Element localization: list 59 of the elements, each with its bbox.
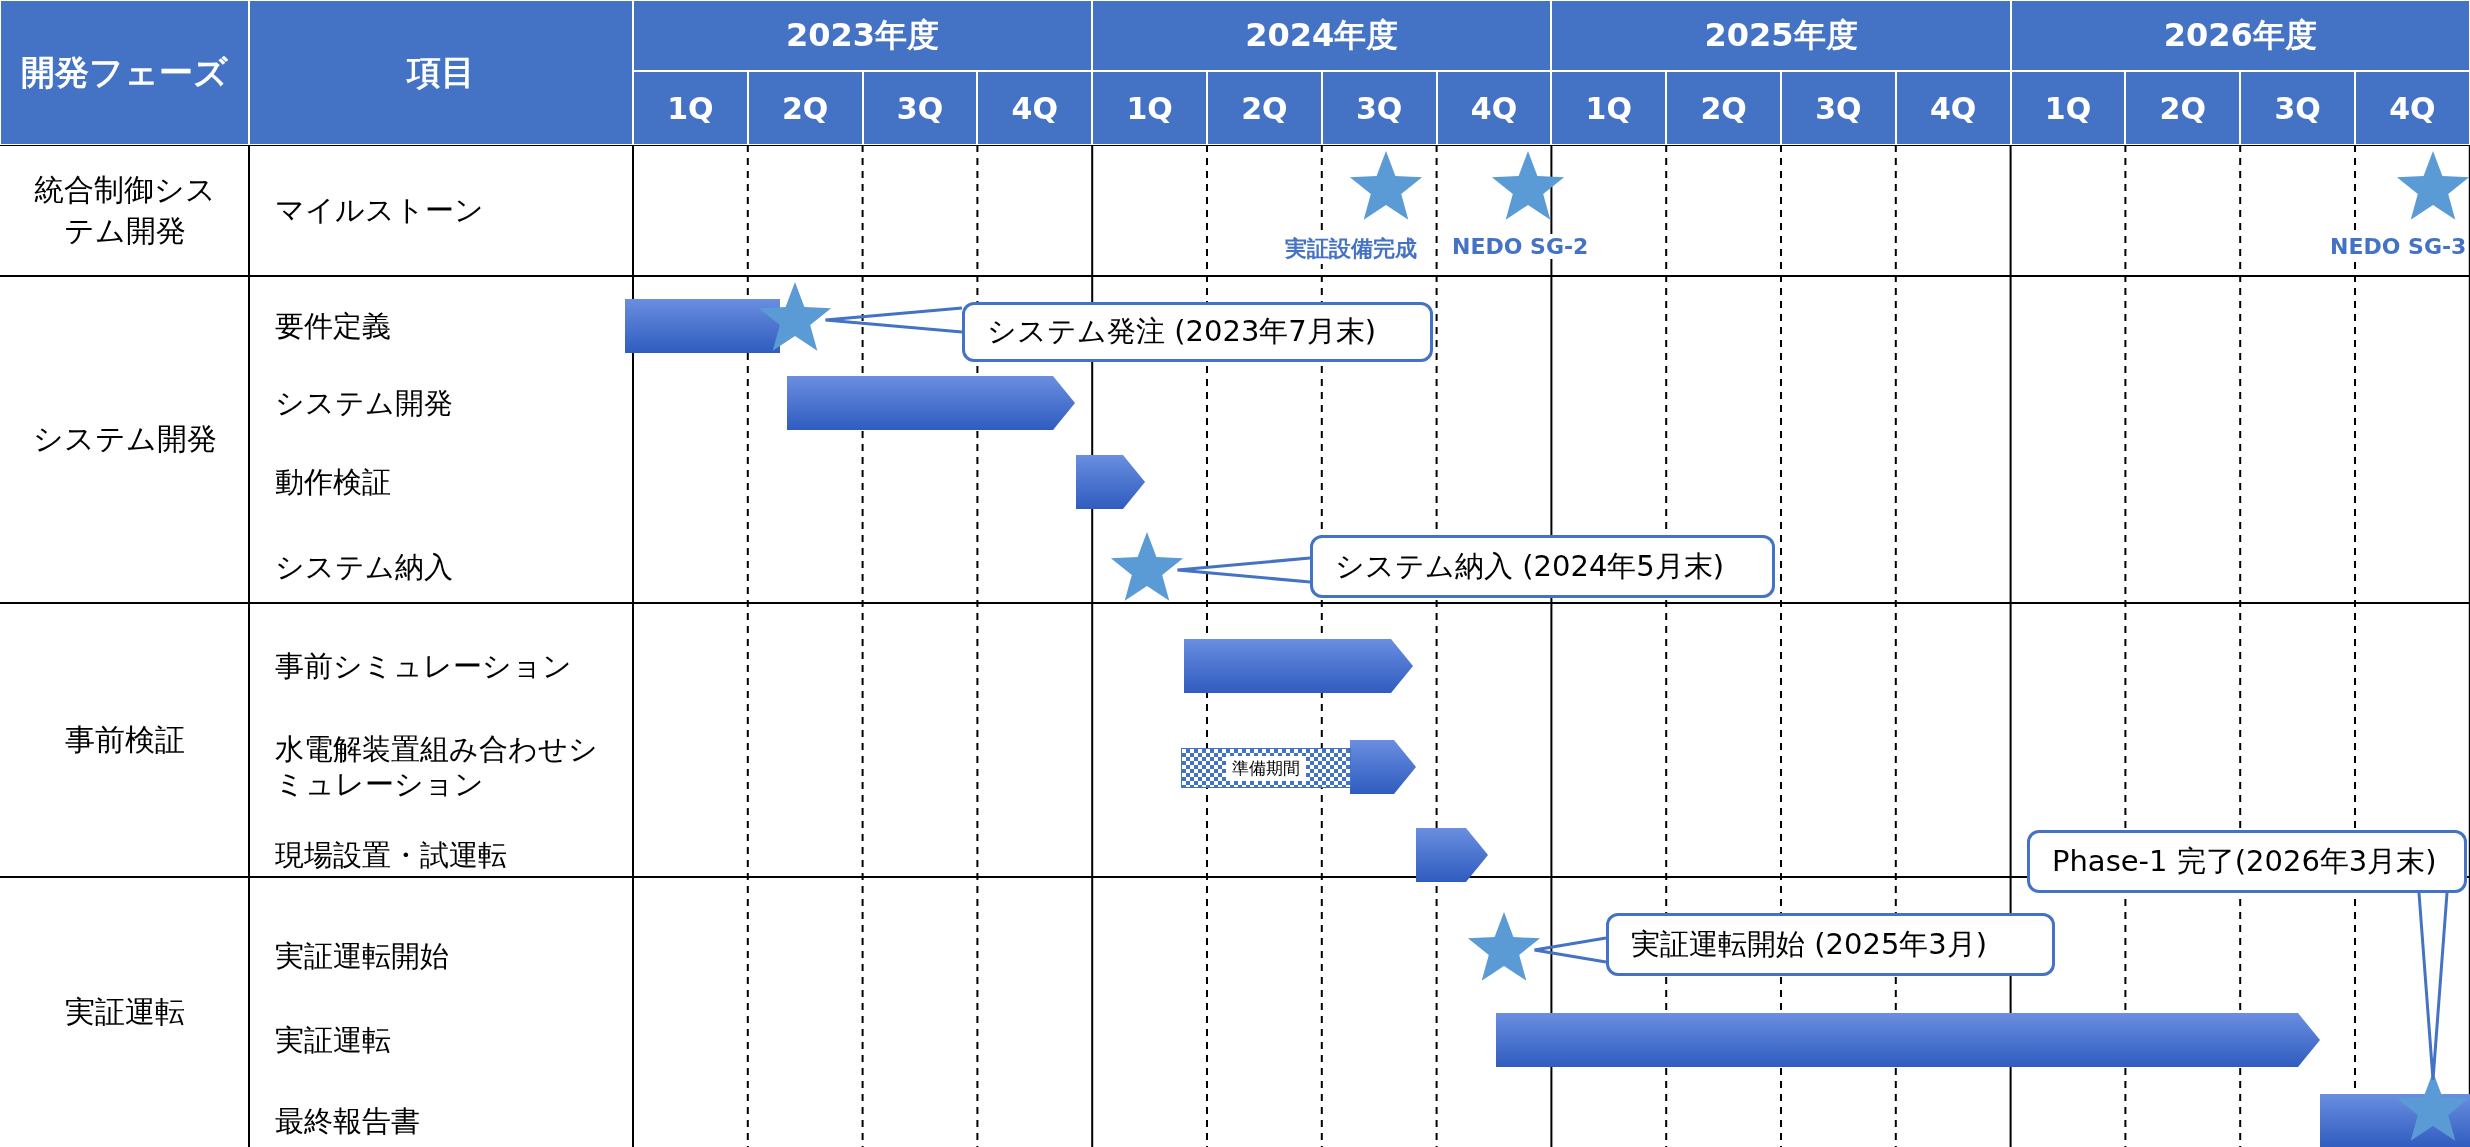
- row-label: 動作検証: [275, 464, 391, 500]
- quarter-header: 2Q: [747, 71, 863, 145]
- quarter-header: 4Q: [977, 71, 1093, 145]
- phase-label: システム開発: [32, 420, 217, 458]
- star-icon: [1467, 912, 1541, 981]
- gantt-bar: [1350, 740, 1416, 794]
- callout-box: システム納入 (2024年5月末): [1310, 535, 1775, 598]
- quarter-header: 1Q: [1092, 71, 1207, 145]
- callout-box: Phase-1 完了(2026年3月末): [2027, 830, 2467, 893]
- row-label: システム納入: [275, 549, 453, 585]
- row-label: 事前シミュレーション: [275, 648, 572, 684]
- milestone-label: NEDO SG-3: [2330, 234, 2467, 259]
- quarter-header: 1Q: [633, 71, 748, 145]
- milestone-label: NEDO SG-2: [1452, 234, 1589, 259]
- quarter-header: 4Q: [1895, 71, 2011, 145]
- row-label: マイルストーン: [275, 192, 484, 228]
- row-label: 要件定義: [275, 308, 391, 344]
- quarter-header: 1Q: [1551, 71, 1667, 145]
- year-header: 2026年度: [2010, 0, 2470, 71]
- phase-label: 事前検証: [64, 720, 185, 759]
- row-label: 現場設置・試運転: [275, 837, 507, 873]
- callout-pointer: [2417, 891, 2449, 1082]
- row-label: 実証運転: [275, 1022, 391, 1058]
- quarter-header: 2Q: [1207, 71, 1322, 145]
- milestone-label: 実証設備完成: [1285, 234, 1417, 264]
- year-header: 2025年度: [1551, 0, 2011, 71]
- gantt-bar: [1184, 639, 1413, 693]
- quarter-header: 4Q: [1436, 71, 1552, 145]
- callout-box: 実証運転開始 (2025年3月): [1606, 913, 2055, 976]
- callout-box: システム発注 (2023年7月末): [962, 302, 1433, 362]
- preparation-bar: 準備期間: [1181, 748, 1351, 788]
- quarter-header: 1Q: [2010, 71, 2126, 145]
- callout-pointer: [823, 306, 964, 334]
- row-label: 最終報告書: [275, 1103, 420, 1139]
- quarter-header: 2Q: [1666, 71, 1781, 145]
- gantt-bar: [625, 299, 780, 353]
- row-label: システム開発: [275, 385, 453, 421]
- year-header: 2023年度: [633, 0, 1093, 71]
- gantt-bar: [1076, 455, 1145, 509]
- star-icon: [758, 282, 832, 351]
- phase-label: 実証運転: [64, 992, 185, 1031]
- star-icon: [1110, 532, 1184, 601]
- callout-pointer: [1532, 936, 1608, 964]
- gantt-bar: [1496, 1013, 2320, 1067]
- quarter-header: 3Q: [862, 71, 978, 145]
- gantt-bar: [1416, 828, 1488, 882]
- callout-pointer: [1175, 556, 1312, 584]
- year-header: 2024年度: [1092, 0, 1552, 71]
- row-label: 水電解装置組み合わせシミュレーション: [275, 732, 599, 802]
- quarter-header: 4Q: [2355, 71, 2470, 145]
- column-header: 項目: [249, 0, 633, 145]
- quarter-header: 3Q: [2240, 71, 2355, 145]
- quarter-header: 2Q: [2125, 71, 2241, 145]
- phase-label: 統合制御システム開発: [32, 170, 217, 250]
- gantt-bar: [787, 376, 1075, 430]
- quarter-header: 3Q: [1321, 71, 1437, 145]
- column-header: 開発フェーズ: [0, 0, 249, 145]
- row-label: 実証運転開始: [275, 938, 449, 974]
- quarter-header: 3Q: [1781, 71, 1896, 145]
